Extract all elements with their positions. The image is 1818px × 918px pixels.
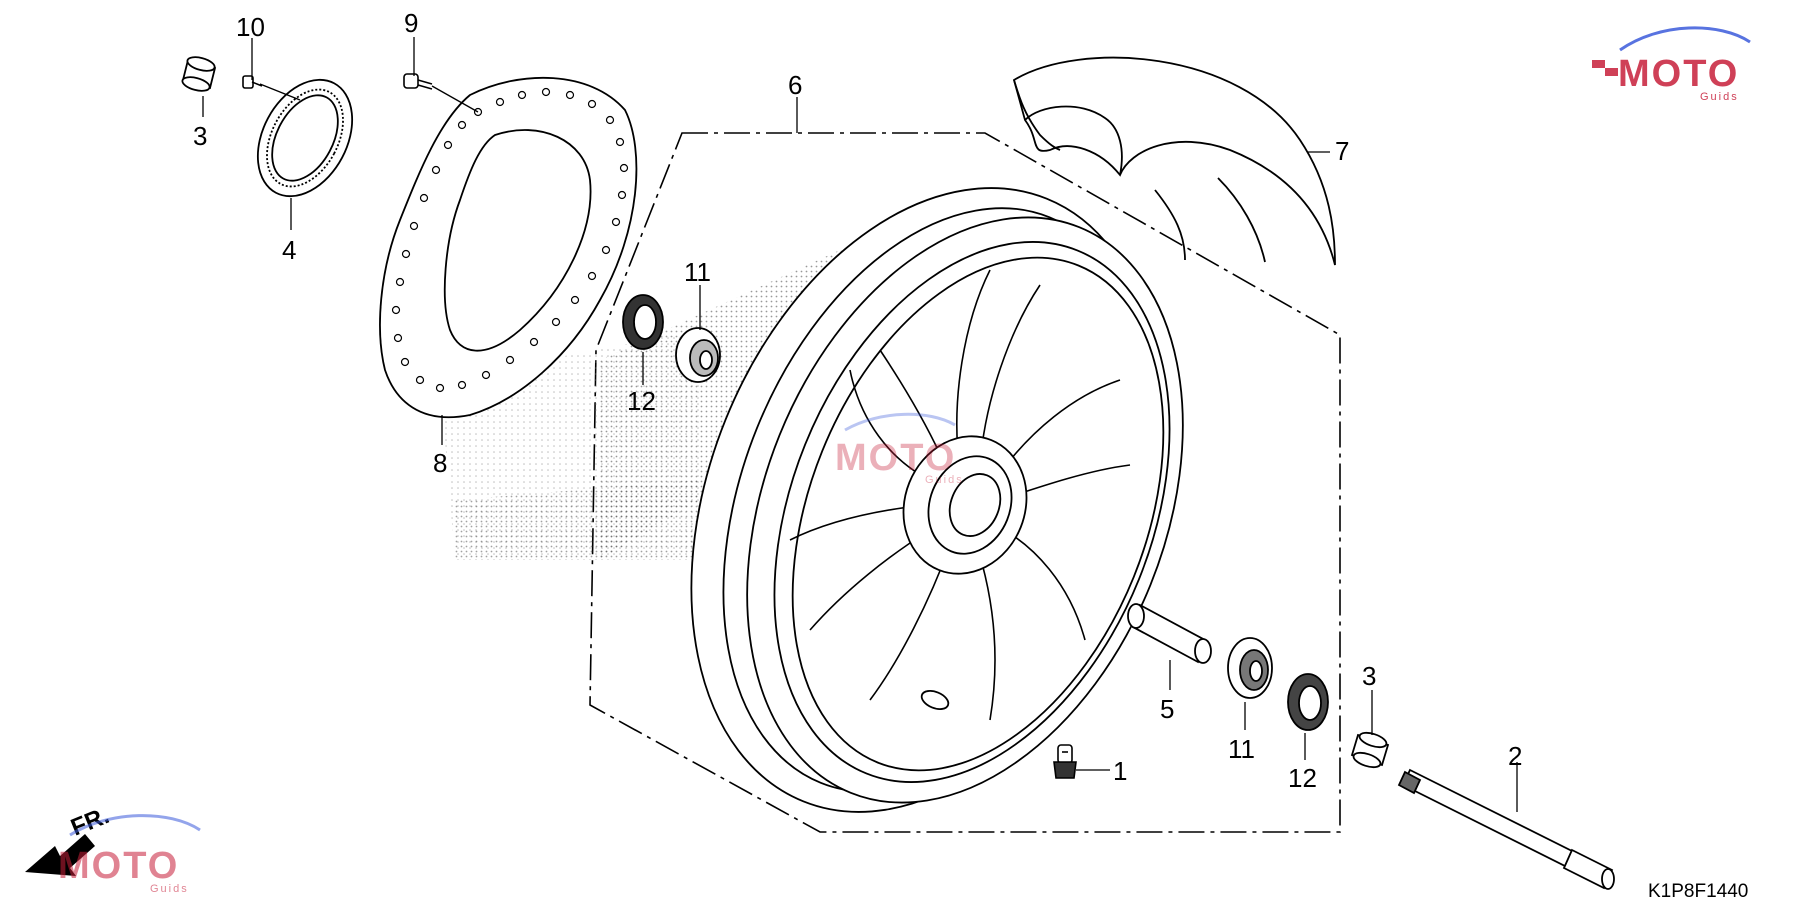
watermark-bottom-left: MOTO Guids: [58, 814, 201, 895]
callout-3-left: 3: [193, 121, 207, 151]
axle-part-2: [1397, 768, 1615, 890]
seal-part-12-left: [622, 294, 664, 350]
watermark-sub-center: Guids: [925, 474, 964, 486]
collar-part-3-left: [181, 56, 217, 92]
watermark-sub: Guids: [1700, 91, 1739, 103]
callout-3-right: 3: [1362, 661, 1376, 691]
bearing-part-11-right: [1227, 637, 1273, 699]
watermark-brand-left: MOTO: [58, 845, 179, 887]
valve-part-1: [1053, 744, 1077, 779]
callout-12-left: 12: [627, 386, 656, 416]
callout-4: 4: [282, 235, 296, 265]
disc-holes: [391, 87, 629, 393]
callout-9: 9: [404, 8, 418, 38]
callout-6: 6: [788, 70, 802, 100]
callout-11-left: 11: [684, 257, 711, 287]
watermark-top-right: MOTO Guids: [1592, 26, 1751, 103]
tire-part-7: [1012, 56, 1336, 266]
callout-1: 1: [1113, 756, 1127, 786]
leader-lines: [202, 37, 1518, 812]
watermark-center: MOTO Guids: [835, 412, 964, 486]
callout-2: 2: [1508, 741, 1522, 771]
collar-part-3-right: [1350, 731, 1390, 769]
callout-11-right: 11: [1228, 734, 1255, 764]
pulser-ring-part-4: [256, 78, 354, 198]
seal-part-12-right: [1287, 673, 1329, 731]
bearing-part-11-left: [675, 327, 721, 383]
spacer-part-5: [1127, 603, 1212, 664]
watermark-brand: MOTO: [1618, 53, 1739, 95]
wheel-part-6: [690, 187, 1184, 813]
callout-12-right: 12: [1288, 763, 1317, 793]
callout-5: 5: [1160, 694, 1174, 724]
watermark-brand-center: MOTO: [835, 437, 956, 479]
front-label: FR.: [67, 802, 113, 842]
diagram-code: K1P8F1440: [1648, 881, 1748, 902]
callout-10: 10: [236, 12, 265, 42]
front-arrow-icon: [25, 834, 95, 876]
watermark-sub-left: Guids: [150, 883, 189, 895]
callout-7: 7: [1335, 136, 1349, 166]
callout-8: 8: [433, 448, 447, 478]
checker-flag-icon: [1592, 60, 1618, 76]
bolt-part-10: [242, 75, 263, 89]
bolt-part-9: [403, 73, 433, 90]
brake-disc-part-8: [379, 76, 638, 419]
